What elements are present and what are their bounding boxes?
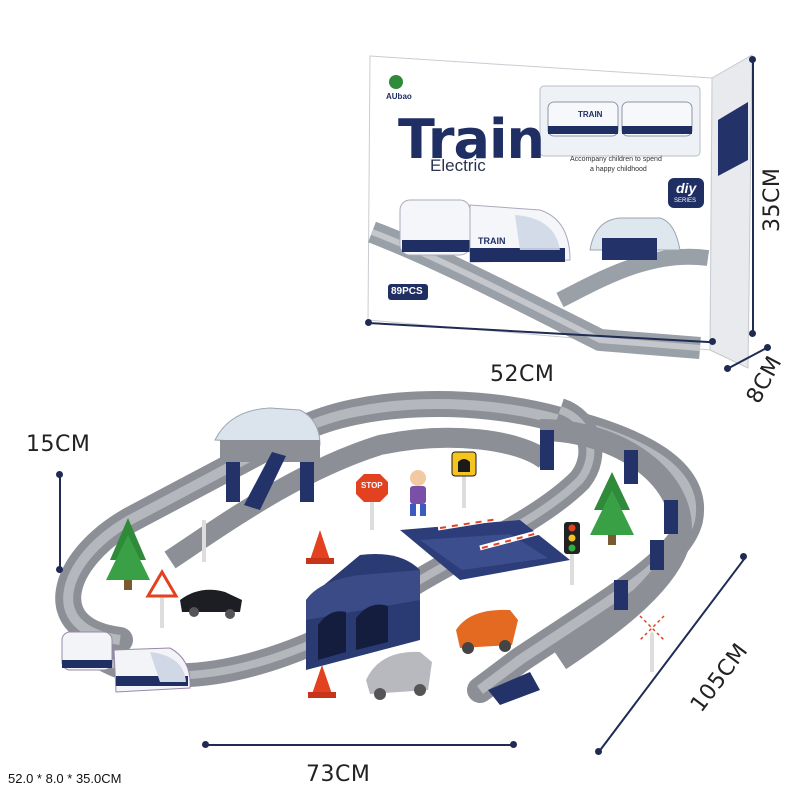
diy-badge-text: diy <box>676 180 697 196</box>
set-width-label: 73CM <box>306 762 371 787</box>
set-height-line <box>59 475 61 573</box>
box-train-illustration <box>399 199 571 263</box>
box-pieces-badge: 89PCS <box>391 286 423 297</box>
box-brand-logo: AUbao <box>386 92 412 101</box>
product-box <box>367 54 753 369</box>
box-title: Train <box>398 108 545 171</box>
inner-track <box>164 427 552 569</box>
stop-sign <box>356 474 388 530</box>
diy-badge <box>668 178 704 208</box>
cone-top <box>310 530 330 560</box>
set-height-label: 15CM <box>26 432 91 457</box>
box-width-label: 52CM <box>490 362 555 387</box>
diy-badge-series: SERIES <box>674 198 697 204</box>
box-height-line <box>752 60 754 335</box>
cone-bottom <box>312 665 332 694</box>
box-window-train-label: TRAIN <box>578 110 603 119</box>
tree-left <box>106 518 150 590</box>
stop-sign-text: STOP <box>361 481 383 490</box>
box-side-face <box>709 54 753 369</box>
package-size-text: 52.0 * 8.0 * 35.0CM <box>8 771 122 786</box>
car-orange <box>456 609 518 654</box>
car-silver <box>366 651 432 700</box>
box-slogan-line2: a happy childhood <box>590 166 647 173</box>
box-height-label: 35CM <box>760 167 785 232</box>
track-set <box>55 391 705 705</box>
tunnel-warning-sign <box>451 451 477 508</box>
box-subtitle: Electric <box>430 156 486 175</box>
passenger-figure <box>410 470 426 516</box>
tunnel <box>306 554 420 670</box>
traffic-light <box>564 522 580 585</box>
warning-triangle-sign <box>145 569 179 628</box>
car-black <box>180 589 242 619</box>
train-cars <box>61 631 191 693</box>
tree-right <box>590 472 634 545</box>
right-loop-track <box>539 419 692 670</box>
box-slogan-line1: Accompany children to spend <box>570 156 662 163</box>
railroad-crossing-sign <box>638 614 666 672</box>
station-bridge <box>214 407 321 510</box>
box-train-label: TRAIN <box>478 236 506 246</box>
set-width-line <box>206 744 514 746</box>
